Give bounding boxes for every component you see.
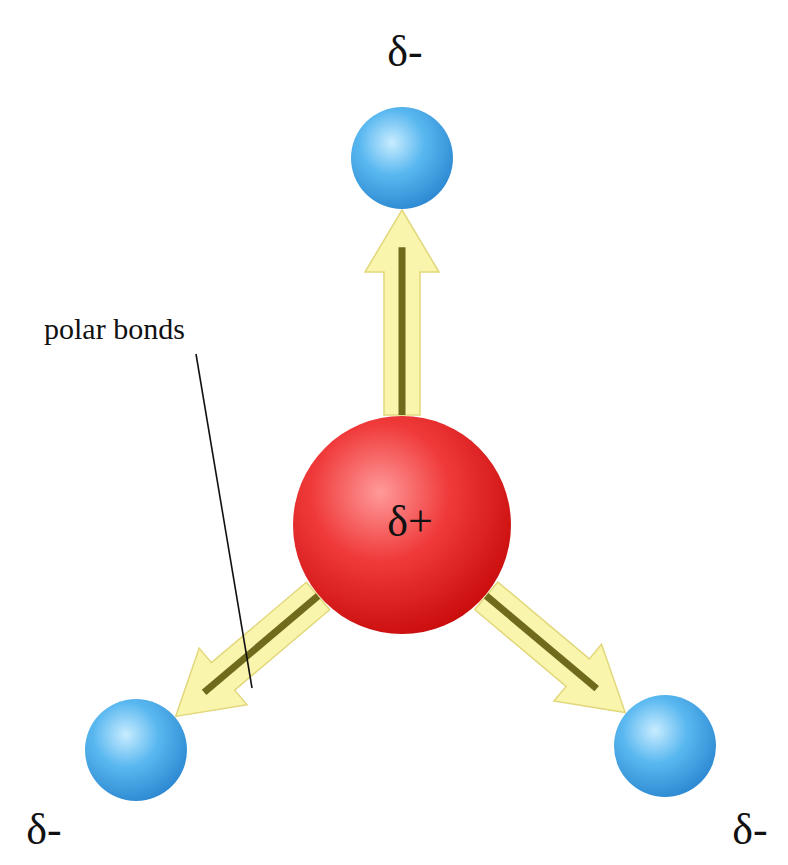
- sphere-fill: [293, 416, 511, 634]
- bond-arrow-body: [176, 582, 330, 716]
- leader-line: [196, 354, 252, 688]
- atom-sphere: [350, 106, 454, 210]
- polar-bond-arrow: [176, 582, 330, 716]
- bond-arrow-body: [475, 582, 626, 713]
- central-atom: δ+: [292, 415, 512, 635]
- bond-core-line: [399, 247, 406, 415]
- partial-charge: δ-: [732, 808, 767, 852]
- bond-core-line: [486, 596, 596, 689]
- partial-charge: δ-: [387, 30, 422, 74]
- sphere-fill: [614, 695, 716, 797]
- bond-arrow-body: [365, 210, 439, 415]
- outer-atom: δ-: [84, 698, 188, 802]
- outer-atom: δ-: [613, 694, 717, 798]
- bond-core-line: [204, 596, 318, 692]
- outer-atom: δ-: [350, 106, 454, 210]
- polar-bond-arrow: [365, 210, 439, 415]
- atom-sphere: [84, 698, 188, 802]
- atom-sphere: [613, 694, 717, 798]
- partial-charge: δ+: [387, 500, 433, 544]
- sphere-fill: [351, 107, 453, 209]
- partial-charge: δ-: [26, 808, 61, 852]
- callout-label: polar bonds: [44, 312, 185, 345]
- sphere-fill: [85, 699, 187, 801]
- polar-bond-arrow: [475, 582, 626, 713]
